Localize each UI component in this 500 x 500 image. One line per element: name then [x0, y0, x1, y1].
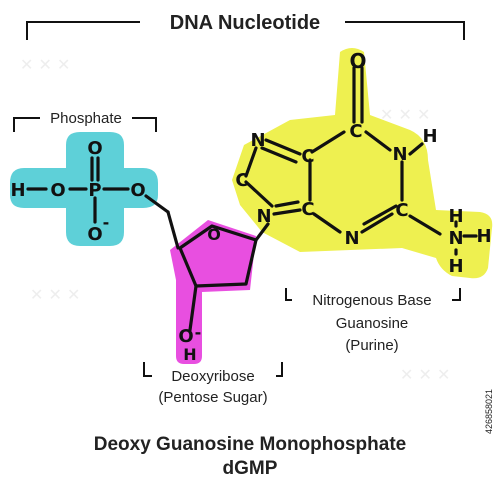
deoxyribose-ring: O O - H [166, 210, 270, 364]
base-label-line1: Nitrogenous Base [312, 292, 431, 309]
sugar-hydroxyl-bond: - [195, 323, 202, 342]
caption-line1: Deoxy Guanosine Monophosphate [94, 434, 406, 455]
sugar-label-line1: Deoxyribose [171, 368, 254, 385]
svg-text:✕ ✕ ✕: ✕ ✕ ✕ [20, 55, 70, 74]
base-bracket [285, 288, 461, 301]
svg-text:✕ ✕ ✕: ✕ ✕ ✕ [400, 365, 450, 384]
n7-nitrogen: N [250, 130, 265, 151]
amine-hydrogen-bottom: H [448, 256, 463, 277]
phosphate-label: Phosphate [50, 110, 122, 127]
phosphate-group: O P O H O O - [10, 138, 170, 245]
amine-hydrogen-right: H [476, 226, 491, 247]
phosphate-hydrogen: H [10, 180, 25, 201]
c4-carbon: C [301, 199, 314, 220]
phosphate-bracket [13, 117, 157, 132]
c8-carbon: C [235, 170, 248, 191]
n3-nitrogen: N [344, 228, 359, 249]
svg-text:✕ ✕ ✕: ✕ ✕ ✕ [30, 285, 80, 304]
sugar-label-line2: (Pentose Sugar) [158, 389, 267, 406]
sugar-bracket [143, 362, 283, 377]
phosphorus-atom: P [88, 180, 101, 201]
n9-nitrogen: N [256, 206, 271, 227]
ring-oxygen: O [207, 225, 221, 244]
carbonyl-oxygen: O [349, 49, 366, 73]
phosphate-oxygen-right: O [130, 180, 145, 201]
n1-hydrogen: H [422, 126, 437, 147]
sugar-hydroxyl-hydrogen: H [183, 345, 196, 364]
phosphate-oxygen-bottom: O [87, 224, 102, 245]
guanine-base: O C N H C N C C N C N N H H H [235, 49, 491, 277]
carbonyl-carbon: C [349, 121, 362, 142]
stock-id: 426858021 [484, 389, 494, 434]
c5-carbon: C [301, 146, 314, 167]
phosphate-charge: - [103, 213, 110, 232]
base-highlight [232, 48, 493, 279]
watermark: ✕ ✕ ✕ ✕ ✕ ✕ ✕ ✕ ✕ ✕ ✕ ✕ [20, 55, 450, 384]
title-bracket [26, 21, 465, 40]
svg-text:✕ ✕ ✕: ✕ ✕ ✕ [380, 105, 430, 124]
base-label-line2: Guanosine [336, 315, 409, 332]
caption-line2: dGMP [223, 458, 278, 479]
base-label-line3: (Purine) [345, 337, 398, 354]
phosphate-oxygen-top: O [87, 138, 102, 159]
n1-nitrogen: N [392, 144, 407, 165]
c2-carbon: C [395, 200, 408, 221]
amine-hydrogen-top: H [448, 206, 463, 227]
diagram-title: DNA Nucleotide [170, 12, 320, 34]
sugar-hydroxyl-oxygen: O [178, 326, 193, 347]
phosphate-oxygen-left: O [50, 180, 65, 201]
amine-nitrogen: N [448, 228, 463, 249]
